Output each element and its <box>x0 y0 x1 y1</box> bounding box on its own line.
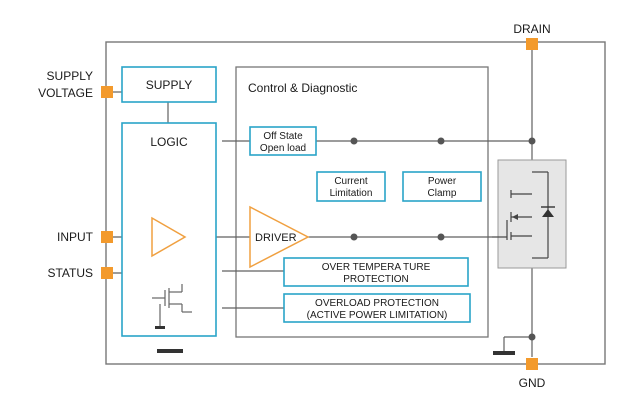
supply-voltage-label-line2: VOLTAGE <box>38 86 93 100</box>
driver-label: DRIVER <box>255 232 297 244</box>
drain-pin <box>526 38 538 50</box>
body-diode-icon <box>542 209 554 217</box>
over-temperature-line1: OVER TEMPERA TURE <box>322 262 431 273</box>
gnd-label: GND <box>519 376 546 390</box>
logic-block-label: LOGIC <box>150 135 188 149</box>
current-limitation-block <box>316 171 386 202</box>
chip-outline <box>105 41 606 365</box>
over-temperature-block <box>283 257 469 287</box>
status-pin <box>101 267 113 279</box>
status-label: STATUS <box>47 266 93 280</box>
current-limitation-line1: Current <box>334 176 368 187</box>
driver-triangle-icon <box>249 205 310 269</box>
overload-protection-line1: OVERLOAD PROTECTION <box>315 298 439 309</box>
off-state-line2: Open load <box>260 143 306 154</box>
input-buffer-icon <box>151 216 187 258</box>
power-clamp-line1: Power <box>428 176 457 187</box>
power-mosfet-panel <box>497 159 567 269</box>
power-ground-icon <box>493 351 515 355</box>
logic-small-ground-icon <box>155 326 165 329</box>
gnd-pin <box>526 358 538 370</box>
input-label: INPUT <box>57 230 94 244</box>
junction-dots <box>350 137 536 341</box>
overload-protection-block <box>283 293 471 323</box>
input-pin <box>101 231 113 243</box>
over-temperature-line2: PROTECTION <box>343 274 409 285</box>
current-limitation-line2: Limitation <box>330 188 373 199</box>
power-clamp-line2: Clamp <box>428 188 457 199</box>
drain-label: DRAIN <box>513 22 550 36</box>
power-clamp-block <box>402 171 482 202</box>
overload-protection-line2: (ACTIVE POWER LIMITATION) <box>307 310 448 321</box>
off-state-open-load-block <box>249 126 317 156</box>
supply-voltage-label-line1: SUPPLY <box>47 69 93 83</box>
supply-voltage-pin <box>101 86 113 98</box>
off-state-line1: Off State <box>263 131 303 142</box>
status-transistor-icon <box>152 284 192 326</box>
logic-ground-icon <box>157 349 183 353</box>
mosfet-arrow-icon <box>512 214 518 220</box>
supply-block-label: SUPPLY <box>146 78 192 92</box>
supply-block <box>121 66 217 103</box>
control-diagnostic-title: Control & Diagnostic <box>248 81 357 95</box>
control-diagnostic-frame <box>235 66 489 338</box>
